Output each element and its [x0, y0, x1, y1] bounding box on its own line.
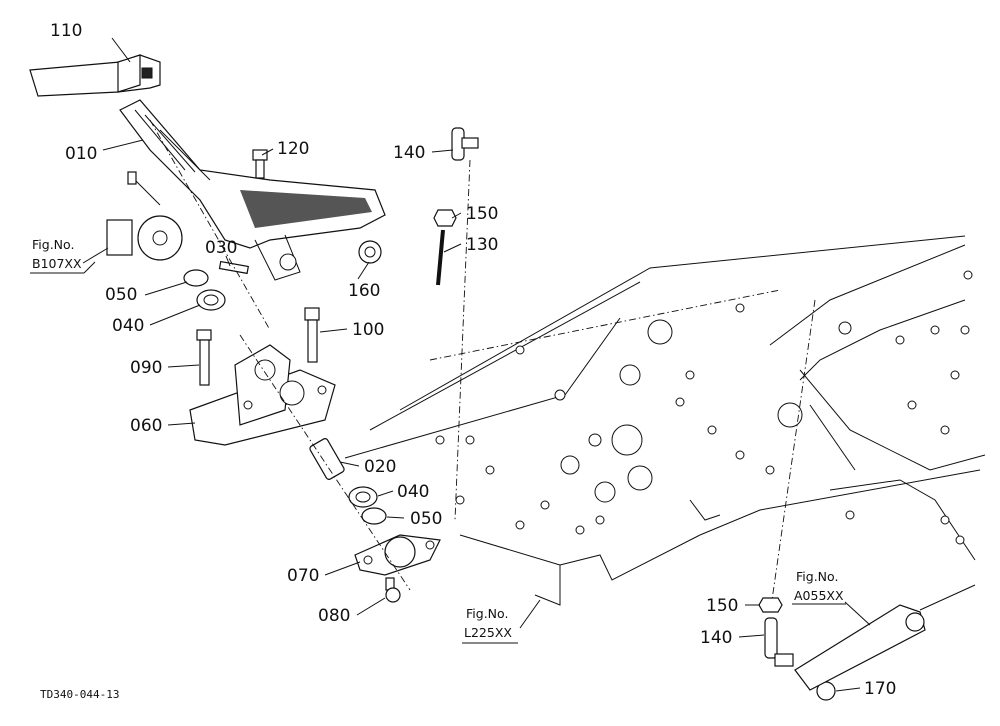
callout-110: 110	[50, 21, 82, 41]
callout-030: 030	[205, 238, 237, 258]
figref-b107-code: B107XX	[32, 256, 82, 271]
figref-l225: Fig.No. L225XX	[462, 606, 518, 644]
bolt-090	[196, 329, 212, 386]
bolt-100	[304, 307, 320, 363]
callout-060: 060	[130, 416, 162, 436]
figref-b107-label: Fig.No.	[32, 237, 74, 252]
link-arm	[794, 604, 926, 691]
pedal-bracket	[189, 344, 336, 446]
callout-170: 170	[864, 679, 896, 699]
nut-150-top	[433, 209, 457, 227]
callout-130: 130	[466, 235, 498, 255]
callout-090: 090	[130, 358, 162, 378]
leader-lines	[82, 37, 871, 692]
bushing-040-lower	[348, 486, 378, 508]
callout-080: 080	[318, 606, 350, 626]
callouts: 110 010 120 140 150 130 030 160 050 040 …	[50, 21, 896, 699]
figref-a055: Fig.No. A055XX	[792, 569, 846, 605]
figref-l225-code: L225XX	[464, 625, 512, 640]
callout-050-lower: 050	[410, 509, 442, 529]
callout-010: 010	[65, 144, 97, 164]
nut-150-lower	[758, 597, 783, 613]
ring-050-lower	[361, 507, 387, 525]
callout-150-top: 150	[466, 204, 498, 224]
callout-140-top: 140	[393, 143, 425, 163]
accelerator-pedal	[119, 99, 386, 281]
callout-160: 160	[348, 281, 380, 301]
shaft-020	[309, 438, 345, 480]
ball-joint-140-top	[451, 127, 479, 161]
position-sensor	[106, 171, 183, 261]
callout-020: 020	[364, 457, 396, 477]
cap-160	[358, 240, 382, 264]
callout-070: 070	[287, 566, 319, 586]
figref-b107: Fig.No. B107XX	[30, 237, 96, 274]
figref-a055-label: Fig.No.	[796, 569, 838, 584]
cover-070	[354, 534, 441, 576]
center-lines	[149, 119, 816, 601]
rod-130	[436, 229, 445, 286]
callout-120: 120	[277, 139, 309, 159]
floor-plate	[344, 235, 986, 611]
ring-050-top	[183, 269, 209, 287]
figref-l225-label: Fig.No.	[466, 606, 508, 621]
pedal-stop-bracket	[29, 54, 161, 97]
callout-040-top: 040	[112, 316, 144, 336]
bolt-080	[385, 577, 401, 603]
figref-a055-code: A055XX	[794, 588, 844, 603]
callout-140-lower: 140	[700, 628, 732, 648]
bolt-120	[252, 149, 268, 179]
document-id: TD340-044-13	[40, 688, 119, 701]
callout-040-lower: 040	[397, 482, 429, 502]
bushing-040-top	[196, 289, 226, 311]
ball-joint-140-lower	[764, 617, 794, 667]
callout-150-lower: 150	[706, 596, 738, 616]
callout-100: 100	[352, 320, 384, 340]
callout-050-top: 050	[105, 285, 137, 305]
